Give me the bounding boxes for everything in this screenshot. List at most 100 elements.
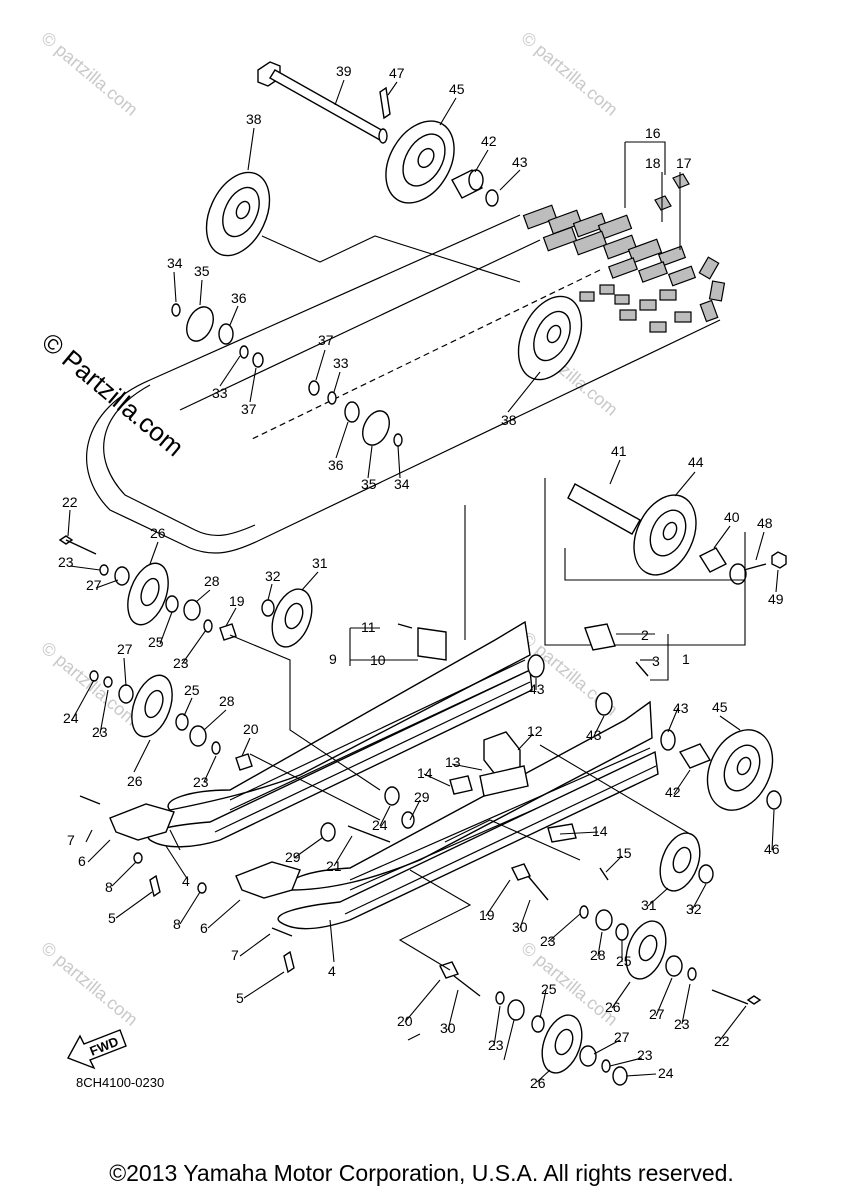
callout-39: 39: [336, 63, 352, 79]
callout-47: 47: [389, 65, 405, 81]
callout-26: 26: [530, 1075, 546, 1091]
callout-10: 10: [370, 652, 386, 668]
watermark-small: © partzilla.com: [37, 938, 141, 1030]
callout-42: 42: [665, 784, 681, 800]
callout-27: 27: [86, 577, 102, 593]
callout-34: 34: [167, 255, 183, 271]
callout-19: 19: [229, 593, 245, 609]
slide-rails: [147, 620, 659, 930]
callout-36: 36: [231, 290, 247, 306]
callout-7: 7: [231, 947, 239, 963]
callout-14: 14: [592, 823, 608, 839]
callout-1: 1: [682, 651, 690, 667]
callout-5: 5: [236, 990, 244, 1006]
callout-33: 33: [333, 355, 349, 371]
callout-40: 40: [724, 509, 740, 525]
callout-25: 25: [616, 953, 632, 969]
watermark-large: © Partzilla.com: [36, 327, 189, 463]
callout-6: 6: [200, 920, 208, 936]
callout-29: 29: [414, 789, 430, 805]
callout-37: 37: [318, 332, 334, 348]
callout-38: 38: [501, 412, 517, 428]
callout-23: 23: [193, 774, 209, 790]
callout-27: 27: [614, 1029, 630, 1045]
callout-17: 17: [676, 155, 692, 171]
callout-43: 43: [529, 681, 545, 697]
fwd-arrow-icon: FWD: [67, 1029, 127, 1070]
callout-35: 35: [361, 476, 377, 492]
hardware: [58, 535, 782, 1086]
callout-23: 23: [58, 554, 74, 570]
callout-25: 25: [148, 634, 164, 650]
callout-4: 4: [182, 873, 190, 889]
callout-35: 35: [194, 263, 210, 279]
callout-7: 7: [67, 832, 75, 848]
callout-13: 13: [445, 754, 461, 770]
callout-25: 25: [184, 682, 200, 698]
callout-21: 21: [326, 858, 342, 874]
callout-23: 23: [173, 655, 189, 671]
leader-lines: [169, 141, 691, 971]
callout-16: 16: [645, 125, 661, 141]
callout-18: 18: [645, 155, 661, 171]
rail-guards: [79, 795, 301, 937]
callout-38: 38: [246, 111, 262, 127]
callout-48: 48: [757, 515, 773, 531]
callout-45: 45: [449, 81, 465, 97]
callout-9: 9: [329, 651, 337, 667]
callout-28: 28: [219, 693, 235, 709]
callout-41: 41: [611, 443, 627, 459]
callout-22: 22: [62, 494, 78, 510]
watermark-small: © partzilla.com: [37, 28, 141, 120]
callout-31: 31: [312, 555, 328, 571]
copyright-footer: ©2013 Yamaha Motor Corporation, U.S.A. A…: [109, 1160, 734, 1186]
callout-23: 23: [637, 1047, 653, 1063]
lower-wheels: [127, 562, 774, 1074]
callout-34: 34: [394, 476, 410, 492]
callout-8: 8: [105, 879, 113, 895]
callout-37: 37: [241, 401, 257, 417]
callout-36: 36: [328, 457, 344, 473]
watermark-small: © partzilla.com: [517, 28, 621, 120]
callout-15: 15: [616, 845, 632, 861]
callout-23: 23: [674, 1016, 690, 1032]
callout-28: 28: [204, 573, 220, 589]
callout-4: 4: [328, 963, 336, 979]
callout-27: 27: [117, 641, 133, 657]
callout-24: 24: [658, 1065, 674, 1081]
label-leaders: [67, 79, 779, 1083]
track-belt: [86, 204, 726, 554]
callout-11: 11: [361, 619, 376, 635]
callout-6: 6: [78, 853, 86, 869]
callout-33: 33: [212, 385, 228, 401]
callout-42: 42: [481, 133, 497, 149]
callout-12: 12: [527, 723, 543, 739]
callout-labels: 1 2 3 4 4 5 5 6 6 7 7 8 8 9 10 11 12 13 …: [58, 63, 784, 1091]
rear-idler-assembly: [544, 478, 787, 646]
rear-axle-assembly: [205, 61, 690, 381]
callout-45: 45: [712, 699, 728, 715]
callout-26: 26: [127, 773, 143, 789]
callout-20: 20: [243, 721, 259, 737]
idler-hub-parts: [171, 303, 403, 447]
callout-32: 32: [686, 901, 702, 917]
callout-2: 2: [641, 627, 649, 643]
callout-14: 14: [417, 765, 433, 781]
callout-32: 32: [265, 568, 281, 584]
callout-5: 5: [108, 910, 116, 926]
callout-49: 49: [768, 591, 784, 607]
callout-23: 23: [488, 1037, 504, 1053]
callout-30: 30: [440, 1020, 456, 1036]
callout-44: 44: [688, 454, 704, 470]
track-lugs: [522, 204, 726, 333]
callout-8: 8: [173, 916, 181, 932]
callout-43: 43: [673, 700, 689, 716]
callout-3: 3: [652, 653, 660, 669]
callout-25: 25: [541, 981, 557, 997]
diagram-code: 8CH4100-0230: [76, 1075, 164, 1090]
callout-23: 23: [540, 933, 556, 949]
callout-26: 26: [150, 525, 166, 541]
callout-43: 43: [512, 154, 528, 170]
callout-22: 22: [714, 1033, 730, 1049]
